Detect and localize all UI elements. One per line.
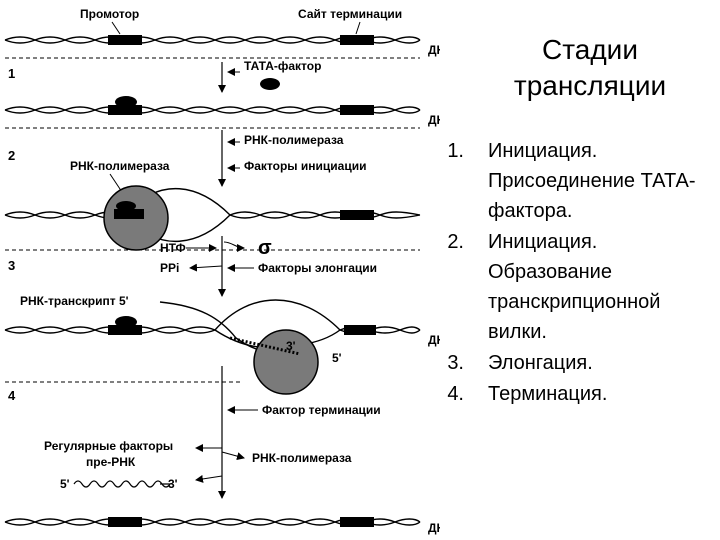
- regulatory-factors-label-2: пре-РНК: [86, 455, 136, 469]
- promoter-pointer: [111, 21, 121, 35]
- slide-title-line1: Стадии: [542, 34, 638, 65]
- dna-label-2: ДНК: [428, 113, 440, 127]
- step-label-4: 4: [8, 388, 16, 403]
- termination-site-box: [340, 35, 374, 45]
- stage-text: Терминация.: [488, 383, 608, 405]
- promoter-box-5: [108, 517, 142, 527]
- promoter-box-4: [108, 325, 142, 335]
- termination-box-2: [340, 105, 374, 115]
- pre-rna-5-label: 5': [60, 477, 70, 491]
- ppi-label: PPi: [160, 261, 179, 275]
- termination-box-4: [344, 325, 376, 335]
- initiation-factors-label: Факторы инициации: [244, 159, 366, 173]
- termination-pointer: [355, 21, 361, 35]
- stage-number: 1.: [447, 140, 464, 162]
- elongation-factors-label: Факторы элонгации: [258, 261, 377, 275]
- transcription-diagram: Промотор Сайт терминации ДНК 1 ТАТА-факт…: [4, 7, 440, 535]
- stage-number: 4.: [447, 383, 464, 405]
- rna-polymerase-label-top: РНК-полимераза: [244, 133, 344, 147]
- slide-title: Стадии трансляции: [470, 32, 710, 104]
- dna-label-4: ДНК: [428, 333, 440, 347]
- sigma-out-arrow: [223, 241, 245, 252]
- stage-item-1: 1. Инициация. Присоединение ТАТА-фактора…: [430, 136, 720, 226]
- termination-factor-label: Фактор терминации: [262, 403, 381, 417]
- stage-item-4: 4. Терминация.: [430, 379, 720, 409]
- promoter-box: [108, 35, 142, 45]
- rna-polymerase-label-release: РНК-полимераза: [252, 451, 352, 465]
- sigma-label: σ: [258, 237, 272, 259]
- three-prime-label: 3': [286, 339, 296, 353]
- regulatory-factors-label-1: Регулярные факторы: [44, 439, 173, 453]
- rna-transcript-label: РНК-транскрипт 5': [20, 294, 129, 308]
- termination-box-5: [340, 517, 374, 527]
- stage-item-3: 3. Элонгация.: [430, 348, 720, 378]
- tata-in-complex: [116, 201, 136, 211]
- rna-polymerase-label-left: РНК-полимераза: [70, 159, 170, 173]
- dna-helix-row3: [4, 188, 421, 242]
- tata-row4: [115, 316, 137, 328]
- five-prime-label: 5': [332, 351, 342, 365]
- polymerase-pointer: [109, 173, 123, 193]
- step-label-2: 2: [8, 148, 15, 163]
- termination-box-3: [340, 210, 374, 220]
- promoter-label: Промотор: [80, 7, 139, 21]
- dna-label-1: ДНК: [428, 43, 440, 57]
- step-label-3: 3: [8, 258, 15, 273]
- pre-rna-release-arrow: [195, 474, 223, 483]
- pre-rna-strand: [73, 480, 172, 488]
- stage-item-2: 2. Инициация. Образование транскрипционн…: [430, 227, 720, 347]
- slide-title-line2: трансляции: [513, 70, 667, 101]
- ntp-label: НТФ: [160, 241, 186, 255]
- stage-text: Инициация. Образование транскрипционной …: [488, 231, 661, 343]
- tata-on-promoter: [115, 96, 137, 108]
- step-label-1: 1: [8, 66, 15, 81]
- tata-factor-label: ТАТА-фактор: [244, 59, 321, 73]
- polymerase-release-arrow: [221, 451, 245, 461]
- pre-rna-3-label: 3': [168, 477, 178, 491]
- termination-site-label: Сайт терминации: [298, 7, 402, 21]
- ppi-arrow: [189, 263, 223, 272]
- tata-factor-blob: [260, 78, 280, 90]
- stage-number: 3.: [447, 352, 464, 374]
- promoter-box-3: [114, 209, 144, 219]
- stage-list: 1. Инициация. Присоединение ТАТА-фактора…: [430, 136, 720, 410]
- dna-label-5: ДНК: [428, 521, 440, 535]
- stage-text: Инициация. Присоединение ТАТА-фактора.: [488, 140, 696, 222]
- promoter-box-2: [108, 105, 142, 115]
- stage-number: 2.: [447, 231, 464, 253]
- stage-text: Элонгация.: [488, 352, 593, 374]
